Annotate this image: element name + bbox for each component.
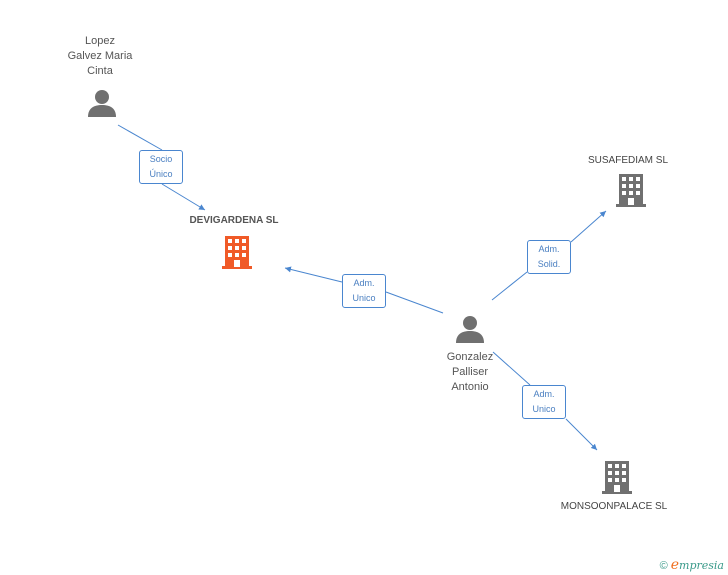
edge-label-adm-unico-monsoonpalace[interactable]: Adm. Unico	[522, 385, 566, 419]
edge-line-adm-unico-monsoonpalace	[492, 351, 597, 450]
building-icon[interactable]	[600, 459, 634, 495]
node-label-susafediam[interactable]: SUSAFEDIAM SL	[587, 155, 669, 166]
person-icon[interactable]	[86, 88, 118, 118]
edge-label-adm-unico-devigardena[interactable]: Adm. Unico	[342, 274, 386, 308]
edge-label-adm-solid[interactable]: Adm. Solid.	[527, 240, 571, 274]
building-icon[interactable]	[220, 234, 254, 270]
node-label-lopez[interactable]: Lopez Galvez Maria Cinta	[67, 35, 133, 77]
building-icon[interactable]	[614, 172, 648, 208]
node-label-gonzalez[interactable]: Gonzalez Palliser Antonio	[446, 351, 494, 393]
edge-label-socio-unico[interactable]: Socio Único	[139, 150, 183, 184]
person-icon[interactable]	[454, 314, 486, 344]
edge-line-socio-unico	[117, 124, 205, 210]
copyright-symbol: ©	[659, 560, 668, 572]
edge-line-adm-unico-devigardena	[285, 268, 444, 314]
node-label-devigardena[interactable]: DEVIGARDENA SL	[189, 215, 279, 226]
brand-footer: © empresia	[660, 557, 724, 573]
brand-logo-text: mpresia	[679, 559, 724, 572]
brand-logo-initial: e	[670, 557, 680, 573]
edge-line-adm-solid	[491, 211, 606, 301]
node-label-monsoonpalace[interactable]: MONSOONPALACE SL	[560, 501, 668, 512]
